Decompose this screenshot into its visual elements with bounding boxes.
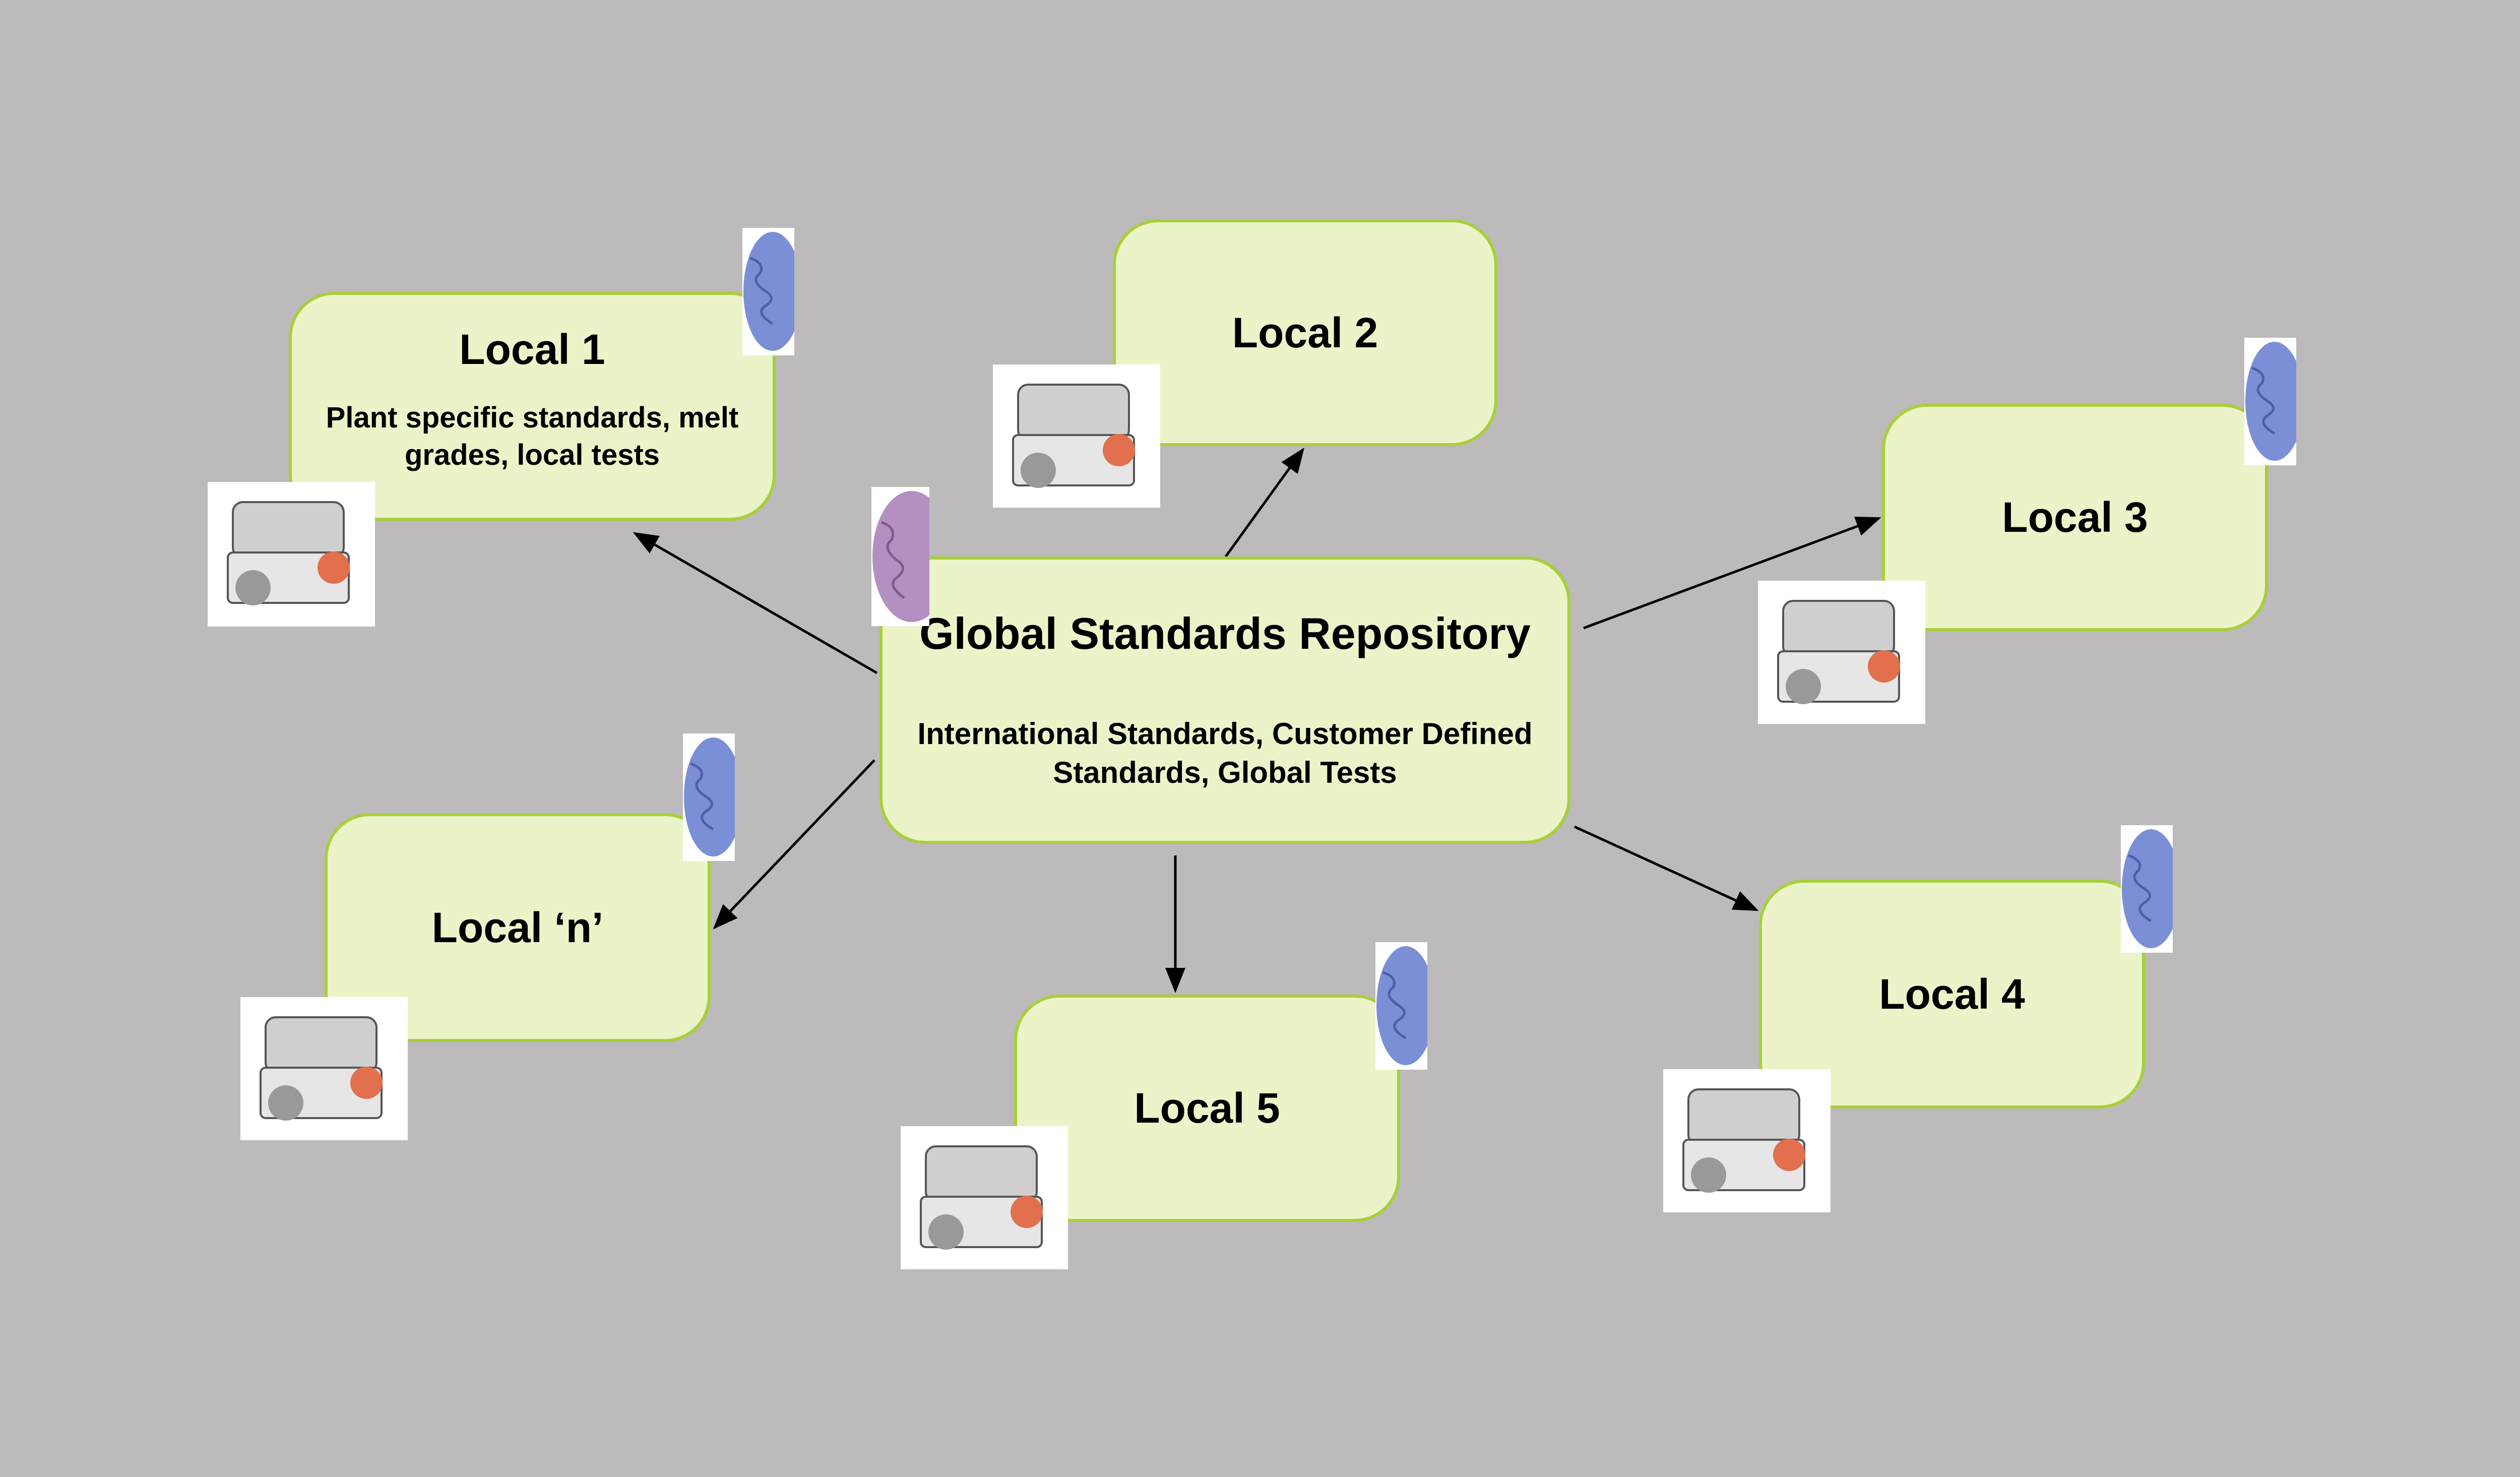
edge-hub-local-2 bbox=[1224, 447, 1304, 558]
edge-hub-local-3 bbox=[1583, 516, 1881, 630]
brain-icon bbox=[871, 487, 929, 626]
engine-icon bbox=[1758, 581, 1925, 724]
brain-icon bbox=[742, 228, 794, 355]
node-title: Local 5 bbox=[1134, 1084, 1280, 1132]
node-local-3[interactable]: Local 3 bbox=[1882, 404, 2268, 631]
node-title: Local 3 bbox=[2002, 494, 2148, 541]
engine-icon bbox=[240, 997, 408, 1140]
brain-icon bbox=[683, 733, 735, 861]
node-local-5[interactable]: Local 5 bbox=[1014, 995, 1400, 1222]
brain-icon bbox=[1375, 942, 1427, 1070]
hub-subtitle: International Standards, Customer Define… bbox=[917, 717, 1533, 789]
edge-hub-local-4 bbox=[1573, 825, 1759, 911]
node-title: Local 2 bbox=[1232, 309, 1378, 356]
hub-global-standards-repository[interactable]: Global Standards Repository Internationa… bbox=[879, 557, 1570, 844]
brain-icon bbox=[2244, 338, 2296, 465]
node-subtitle: Plant specific standards, melt grades, l… bbox=[326, 401, 739, 471]
engine-icon bbox=[901, 1126, 1068, 1269]
engine-icon bbox=[208, 482, 375, 627]
engine-icon bbox=[993, 364, 1160, 508]
node-title: Local 4 bbox=[1879, 970, 2025, 1018]
node-local-2[interactable]: Local 2 bbox=[1113, 219, 1497, 446]
node-title: Local ‘n’ bbox=[431, 903, 604, 951]
edge-hub-local-n bbox=[713, 759, 875, 930]
engine-icon bbox=[1663, 1069, 1831, 1212]
edge-hub-local-1 bbox=[633, 532, 878, 674]
brain-icon bbox=[2121, 825, 2173, 953]
node-local-1[interactable]: Local 1 Plant specific standards, melt g… bbox=[289, 292, 776, 521]
node-title: Local 1 bbox=[459, 326, 605, 373]
hub-title: Global Standards Repository bbox=[919, 608, 1531, 659]
